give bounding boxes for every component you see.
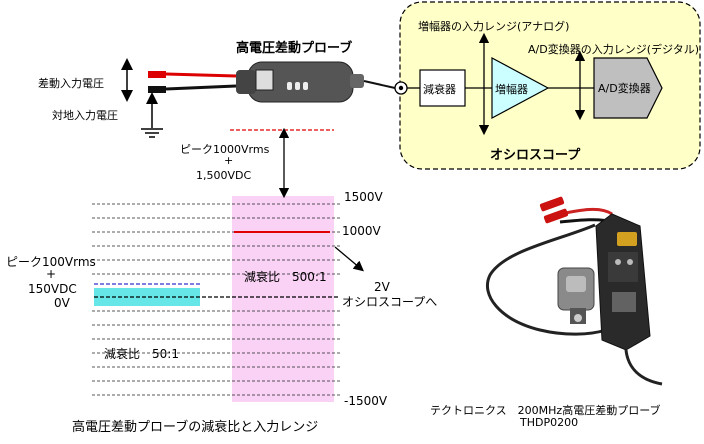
photo-caption-line1: テクトロニクス 200MHz高電圧差動プローブ: [430, 404, 661, 417]
ground-symbol: [141, 128, 163, 138]
attenuation-50: 減衰比 50:1: [104, 347, 179, 361]
adc-block: [593, 57, 663, 119]
probe-range-band: [232, 196, 334, 402]
probe-photo: [485, 180, 677, 386]
label-1000v: 1000V: [342, 224, 381, 238]
ground-input-label: 対地入力電圧: [52, 109, 118, 122]
photo-caption-line2: THDP0200: [520, 416, 579, 429]
ad-range-label: A/D変換器の入力レンジ(デジタル): [528, 43, 700, 56]
oscilloscope-title: オシロスコープ: [490, 148, 581, 163]
attenuator-label: 減衰器: [423, 83, 456, 96]
probe-input-plus: +: [224, 154, 234, 167]
scope-range-band: [94, 288, 200, 306]
probe-leads: [148, 71, 237, 93]
scope-input-line2: 150VDC: [28, 282, 77, 296]
label-0v: 0V: [54, 296, 70, 310]
adc-label: A/D変換器: [598, 82, 651, 95]
probe-title: 高電圧差動プローブ: [236, 41, 353, 56]
amp-range-label: 増幅器の入力レンジ(アナログ): [418, 20, 570, 33]
scope-input-line1: ピーク100Vrms: [6, 255, 96, 269]
label-minus-1500v: -1500V: [344, 394, 388, 408]
label-1500v: 1500V: [344, 190, 383, 204]
scope-input-plus: +: [46, 267, 57, 281]
oscilloscope-box: [399, 1, 701, 170]
amplifier-block: [491, 56, 550, 120]
probe-input-line1: ピーク1000Vrms: [180, 143, 270, 156]
diff-input-label: 差動入力電圧: [38, 77, 104, 90]
label-2v: 2V: [374, 280, 390, 294]
probe-body: [236, 61, 364, 103]
probe-input-line2: 1,500VDC: [196, 169, 252, 182]
amplifier-label: 増幅器: [495, 83, 528, 96]
label-to-scope: オシロスコープへ: [342, 295, 438, 309]
range-chart-caption: 高電圧差動プローブの減衰比と入力レンジ: [72, 420, 319, 435]
attenuation-500: 減衰比 500:1: [244, 270, 327, 284]
